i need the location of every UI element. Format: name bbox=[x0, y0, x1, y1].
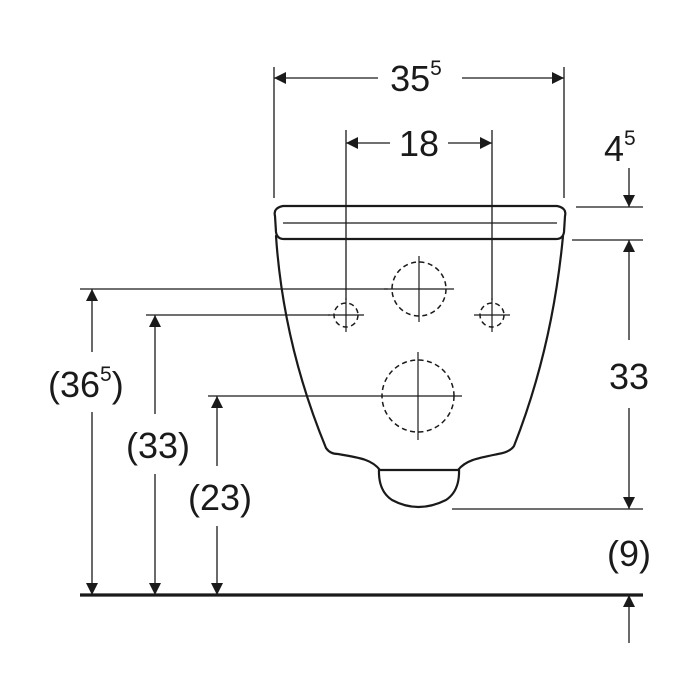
label-seat-thickness: 45 bbox=[604, 127, 636, 169]
fixing-stud-left bbox=[328, 298, 364, 332]
dimension-fixing-height: (365) bbox=[48, 289, 124, 595]
label-waste-height: (23) bbox=[188, 477, 252, 518]
extension-lines bbox=[80, 67, 643, 510]
fixing-hole-upper bbox=[384, 256, 454, 322]
dimension-bowl-height: 33 bbox=[609, 240, 649, 509]
dimension-overall-width: 355 bbox=[274, 57, 564, 99]
label-bowl-height: 33 bbox=[609, 356, 649, 397]
bowl-outline bbox=[274, 234, 565, 472]
dimension-seat-thickness: 45 bbox=[604, 127, 636, 207]
wc-pan-outline bbox=[273, 204, 567, 509]
dimension-waste-height: (23) bbox=[188, 396, 252, 595]
dimension-gap-below: (9) bbox=[607, 533, 651, 643]
label-stud-height: (33) bbox=[126, 425, 190, 466]
label-fixing-height: (365) bbox=[48, 363, 124, 405]
fixing-stud-right bbox=[474, 298, 510, 332]
label-fixing-spacing: 18 bbox=[399, 123, 439, 164]
dimension-stud-height: (33) bbox=[126, 315, 190, 595]
label-gap-below: (9) bbox=[607, 533, 651, 574]
dimension-fixing-spacing: 18 bbox=[346, 123, 492, 164]
label-overall-width: 355 bbox=[390, 57, 442, 99]
waste-outlet-hole bbox=[374, 352, 462, 440]
